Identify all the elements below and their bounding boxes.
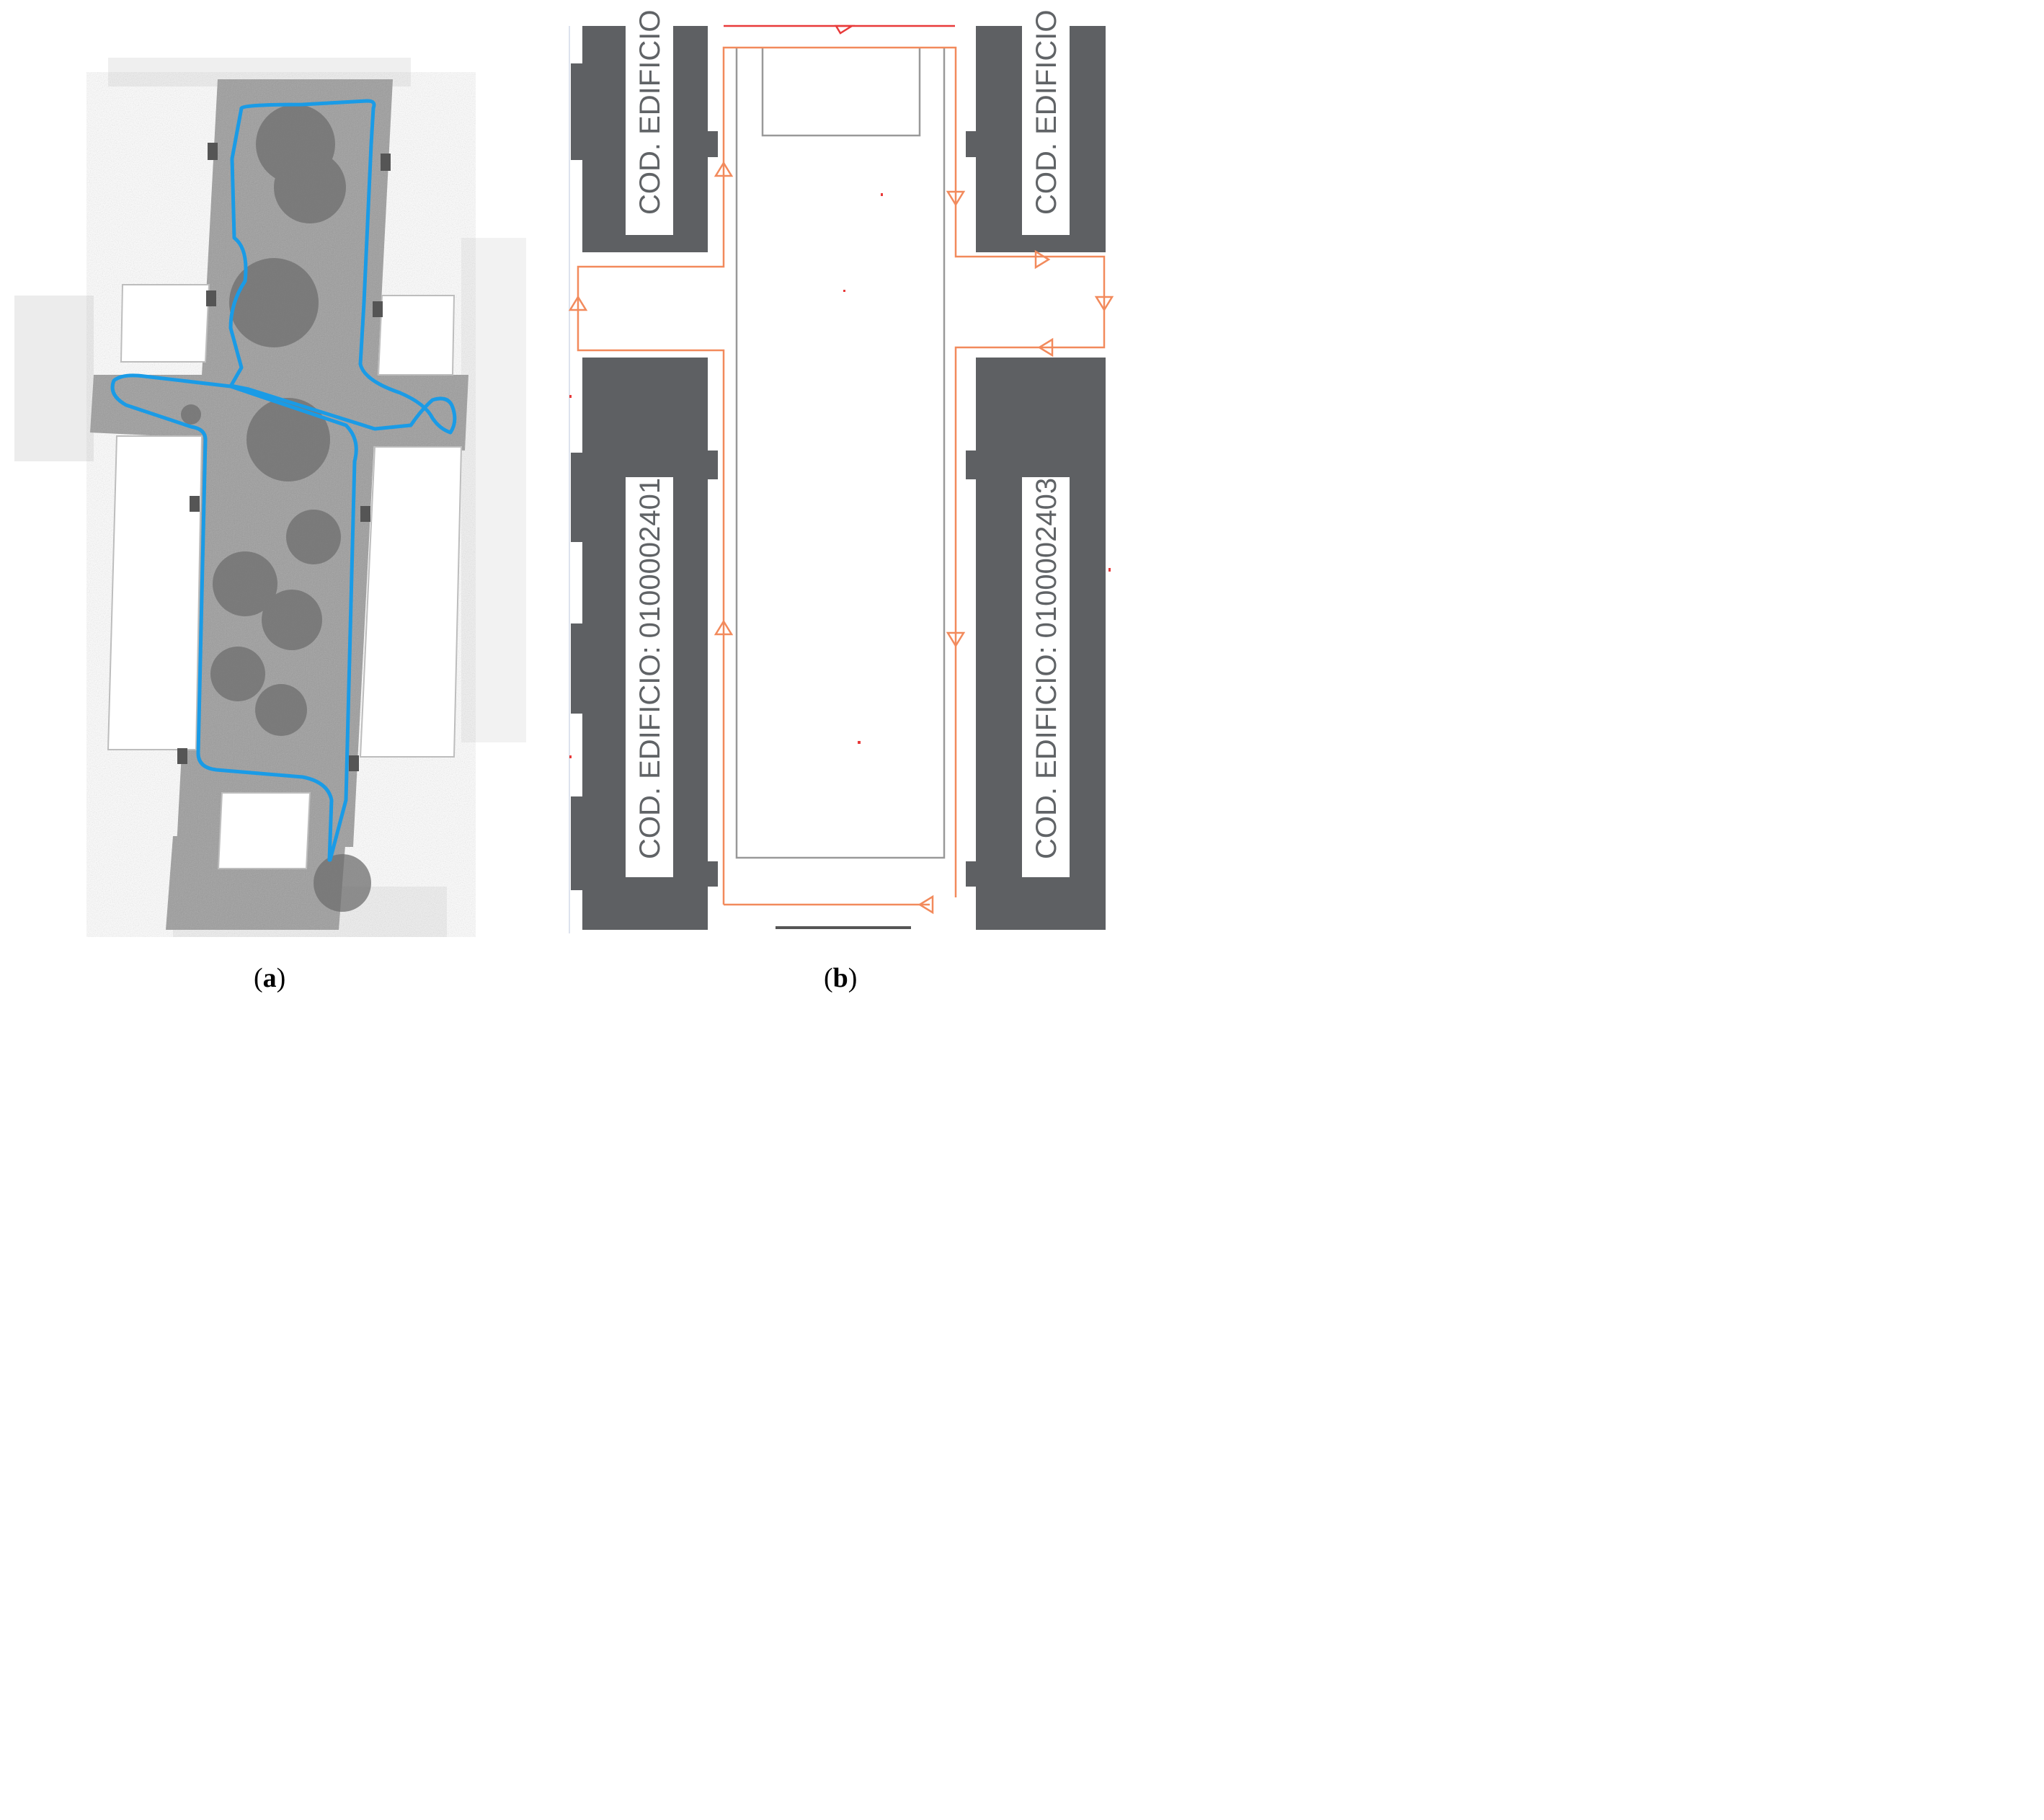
arrow-right-1 [1034, 249, 1051, 270]
arrow-up-1 [714, 161, 734, 177]
building-label-bottom-left: COD. EDIFICIO: 0100002401 [634, 478, 666, 859]
panel-b-cadastral-map: COD. EDIFICIO COD. EDIFICIO COD. EDIFICI… [568, 10, 1114, 933]
building-label-top-left: COD. EDIFICIO [634, 10, 666, 215]
building-label-top-right: COD. EDIFICIO [1031, 10, 1062, 215]
arrow-left-1 [1037, 337, 1054, 358]
mms-trajectory [110, 99, 457, 862]
arrow-down-1 [946, 190, 966, 207]
building-label-bottom-right: COD. EDIFICIO: 0100002403 [1031, 478, 1062, 859]
arrow-down-3 [946, 631, 966, 648]
arrow-up-3 [714, 619, 734, 636]
caption-a: (a) [254, 963, 286, 993]
panel-a-point-cloud [14, 58, 526, 937]
street-furniture [177, 143, 391, 771]
label-boxes [626, 26, 1070, 877]
arrow-up-2 [568, 295, 588, 311]
building-voids [107, 284, 463, 869]
route-arrows [568, 25, 1114, 915]
building-labels: COD. EDIFICIO COD. EDIFICIO COD. EDIFICI… [634, 10, 1062, 859]
red-marks [569, 193, 1111, 758]
street-outline [569, 26, 946, 933]
arrow-top-red [834, 25, 856, 35]
caption-a-letter: a [262, 963, 277, 993]
arrow-down-2 [1094, 296, 1114, 312]
caption-b: (b) [824, 963, 858, 993]
trees [181, 105, 371, 912]
arrow-left-2 [917, 895, 934, 915]
caption-b-letter: b [832, 963, 848, 993]
figure-canvas: COD. EDIFICIO COD. EDIFICIO COD. EDIFICI… [14, 10, 1114, 937]
